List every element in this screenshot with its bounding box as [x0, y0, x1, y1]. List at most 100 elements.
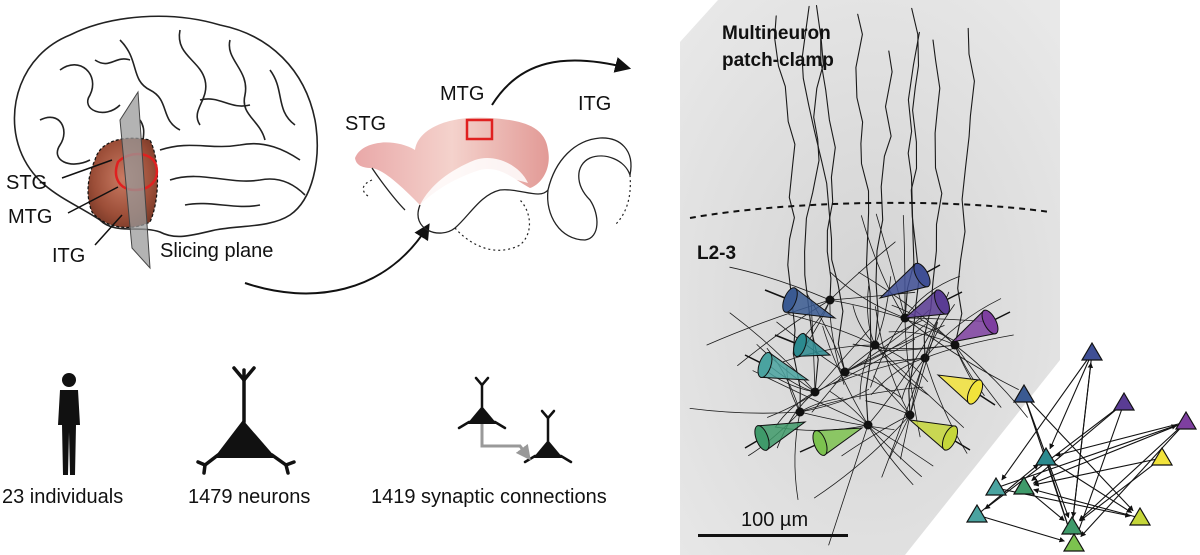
dendrite	[799, 386, 924, 413]
network-edge	[976, 463, 1039, 516]
dendrite	[874, 344, 929, 396]
dendrite	[867, 424, 914, 485]
slicing-plane-label: Slicing plane	[160, 240, 273, 262]
scale-bar-label: 100 µm	[741, 509, 808, 531]
network-edge	[1076, 402, 1125, 536]
dendrite	[954, 27, 975, 346]
slice-dotted-sulcus	[362, 179, 530, 251]
pipette-opening	[754, 425, 770, 451]
connectivity-network	[965, 341, 1198, 552]
dendrite	[924, 304, 955, 359]
dendrite	[875, 213, 906, 319]
network-node	[1080, 341, 1104, 361]
arrow-brain-to-slice	[244, 223, 430, 295]
dendrite	[776, 391, 816, 449]
neuron-icon	[196, 366, 296, 475]
stat-synaptic-connections: 1419 synaptic connections	[371, 486, 607, 508]
slice-label-stg: STG	[345, 113, 386, 135]
soma	[863, 420, 873, 430]
brain-label-itg: ITG	[52, 245, 85, 267]
dendrite	[833, 357, 926, 385]
dendrite	[841, 414, 911, 457]
dendrite	[954, 344, 1002, 408]
network-node	[1128, 506, 1152, 526]
soma	[795, 407, 805, 417]
dendrite	[828, 424, 869, 546]
dendrite	[844, 309, 930, 373]
network-node	[1012, 475, 1036, 495]
slice-label-itg: ITG	[578, 93, 611, 115]
brain-label-mtg: MTG	[8, 206, 52, 228]
dendrite	[954, 344, 1028, 418]
synaptic-pair-icon	[457, 376, 573, 464]
network-edge	[1071, 362, 1094, 528]
pipette-opening	[934, 289, 950, 315]
network-node	[965, 503, 989, 523]
pipette-opening	[782, 287, 798, 313]
dendrite	[829, 299, 954, 341]
dendrite	[874, 276, 892, 346]
slice-panel: STG MTG ITG	[345, 57, 632, 251]
network-edge	[1078, 421, 1187, 521]
slicing-plane	[119, 90, 151, 270]
dendrite	[774, 15, 801, 413]
patch-pipettes	[744, 262, 1011, 456]
pipette-opening	[966, 379, 984, 405]
network-edge	[1033, 457, 1163, 487]
dendrite	[909, 322, 938, 416]
network-edge	[995, 424, 1178, 489]
dendrite	[874, 344, 964, 428]
dendrite	[904, 275, 961, 319]
network-node	[1174, 410, 1198, 430]
dendrite	[799, 411, 895, 430]
pipette-opening	[793, 332, 807, 358]
dendrite	[820, 38, 836, 301]
network-node	[984, 476, 1008, 496]
network-edge	[976, 514, 1065, 543]
network-edge	[1033, 488, 1141, 519]
dendrite	[844, 323, 927, 373]
scale-bar	[698, 534, 848, 537]
slice-itg-outline	[547, 137, 632, 241]
dendrite	[904, 317, 1019, 390]
network-edge	[1001, 352, 1093, 481]
micrograph-title-line2: patch-clamp	[722, 50, 834, 71]
dendrite	[867, 424, 922, 477]
dendrite	[814, 327, 871, 393]
dendrite	[870, 357, 926, 395]
dendrite	[814, 414, 911, 499]
slice-label-mtg: MTG	[440, 83, 484, 105]
network-edge	[1023, 394, 1134, 512]
soma	[810, 387, 820, 397]
network-edge	[1031, 402, 1125, 482]
person-icon	[58, 373, 80, 475]
dendrite	[729, 266, 831, 301]
dendrite	[799, 388, 870, 413]
slice-roi	[465, 118, 494, 141]
dendrite	[822, 325, 869, 426]
pipette-opening	[941, 425, 959, 451]
brain-outline	[13, 15, 318, 238]
network-node	[1150, 446, 1174, 466]
layer-boundary	[689, 201, 1051, 219]
dendrite	[861, 215, 906, 319]
dendrite	[874, 50, 893, 346]
network-edge	[1055, 421, 1187, 457]
soma	[870, 340, 880, 350]
dendrite	[801, 5, 846, 373]
dendrite	[924, 298, 1002, 359]
dendrite	[794, 411, 801, 500]
micrograph-background	[680, 0, 1060, 555]
network-node	[1012, 383, 1036, 403]
soma	[825, 295, 835, 305]
dendrite	[858, 271, 956, 346]
layer-label: L2-3	[697, 243, 736, 264]
network-edge	[984, 402, 1125, 510]
micrograph-panel: Multineuron patch-clamp L2-3 100 µm	[680, 0, 1060, 555]
micrograph-title-line1: Multineuron	[722, 23, 831, 44]
dendrite	[788, 314, 876, 346]
dendrite	[814, 338, 916, 393]
network-node	[1062, 532, 1086, 552]
soma	[950, 340, 960, 350]
